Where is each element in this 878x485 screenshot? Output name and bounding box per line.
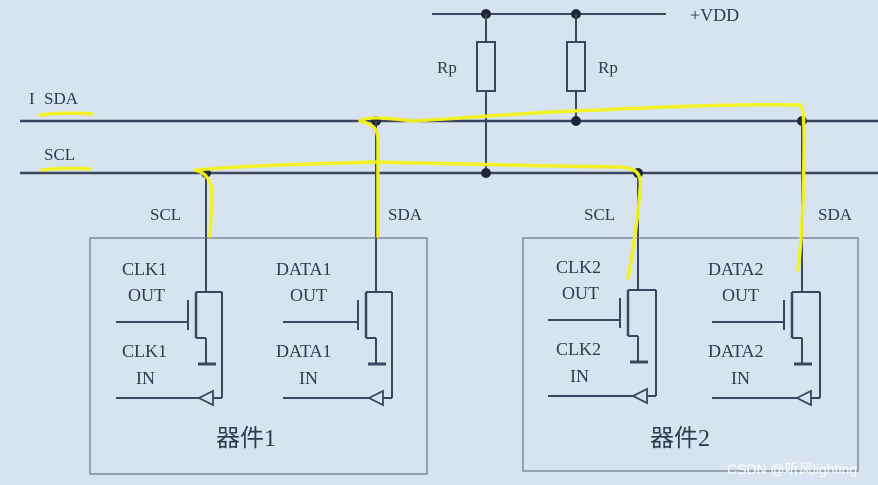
dev1-data-in-l2: IN <box>299 368 318 388</box>
dev2-sda-pin-label: SDA <box>818 205 853 224</box>
dev1-data-transistor <box>283 238 393 407</box>
dev1-clk-in-l2: IN <box>136 368 155 388</box>
resistor-body <box>476 41 496 92</box>
vdd-label: +VDD <box>690 5 739 25</box>
dev2-data-transistor <box>712 238 821 407</box>
device-1: CLK1 OUT CLK1 IN DATA1 OUT DATA1 IN 器件1 <box>89 237 428 475</box>
pullup-resistor-sda <box>566 14 586 121</box>
dev2-data-out-l2: OUT <box>722 285 759 305</box>
dev2-data-in-l1: DATA2 <box>708 341 764 361</box>
dev2-clk-transistor <box>548 238 657 405</box>
dev1-data-in-l1: DATA1 <box>276 341 332 361</box>
dev2-clk-out-l1: CLK2 <box>556 257 601 277</box>
dev1-clk-transistor <box>116 238 223 407</box>
sda-bus-label: SDA <box>44 89 79 108</box>
highlight-scl-path <box>193 160 643 280</box>
device-1-title: 器件1 <box>216 425 276 452</box>
dev1-clk-out-l1: CLK1 <box>122 259 167 279</box>
dev2-clk-input-buffer-icon <box>630 387 648 405</box>
dev2-data-input-buffer-icon <box>794 389 812 407</box>
dev2-clk-in-l1: CLK2 <box>556 339 601 359</box>
dev2-data-out-l1: DATA2 <box>708 259 764 279</box>
dev1-clk-out-l2: OUT <box>128 285 165 305</box>
device-2-box <box>522 237 859 472</box>
watermark-text: CSDN @听风lighting <box>727 461 857 477</box>
sda-junction-pullup <box>571 116 581 126</box>
highlight-sda-path <box>358 103 806 272</box>
dev1-data-out-l1: DATA1 <box>276 259 332 279</box>
dev1-scl-pin-label: SCL <box>150 205 181 224</box>
pullup-resistor-scl <box>476 14 496 173</box>
dev2-clk-in-l2: IN <box>570 366 589 386</box>
dev1-data-input-buffer-icon <box>366 389 384 407</box>
dev1-clk-in-l1: CLK1 <box>122 341 167 361</box>
scl-bus-label: SCL <box>44 145 75 164</box>
dev1-data-out-l2: OUT <box>290 285 327 305</box>
dev1-sda-pin-label: SDA <box>388 205 423 224</box>
device-2: CLK2 OUT CLK2 IN DATA2 OUT DATA2 IN 器件2 <box>522 237 859 472</box>
scl-junction-pullup <box>481 168 491 178</box>
highlight-strokes <box>38 103 806 280</box>
pullup-label-2: Rp <box>598 58 618 77</box>
dev2-clk-out-l2: OUT <box>562 283 599 303</box>
pullup-label-1: Rp <box>437 58 457 77</box>
highlight-sda-label-underline <box>38 111 94 117</box>
device-2-title: 器件2 <box>650 425 710 452</box>
dev2-scl-pin-label: SCL <box>584 205 615 224</box>
sda-bus-glyph: I <box>29 89 35 108</box>
highlight-scl-label-underline <box>40 166 92 172</box>
dev2-data-in-l2: IN <box>731 368 750 388</box>
resistor-body <box>566 41 586 92</box>
device-1-box <box>89 237 428 475</box>
dev1-clk-input-buffer-icon <box>196 389 214 407</box>
